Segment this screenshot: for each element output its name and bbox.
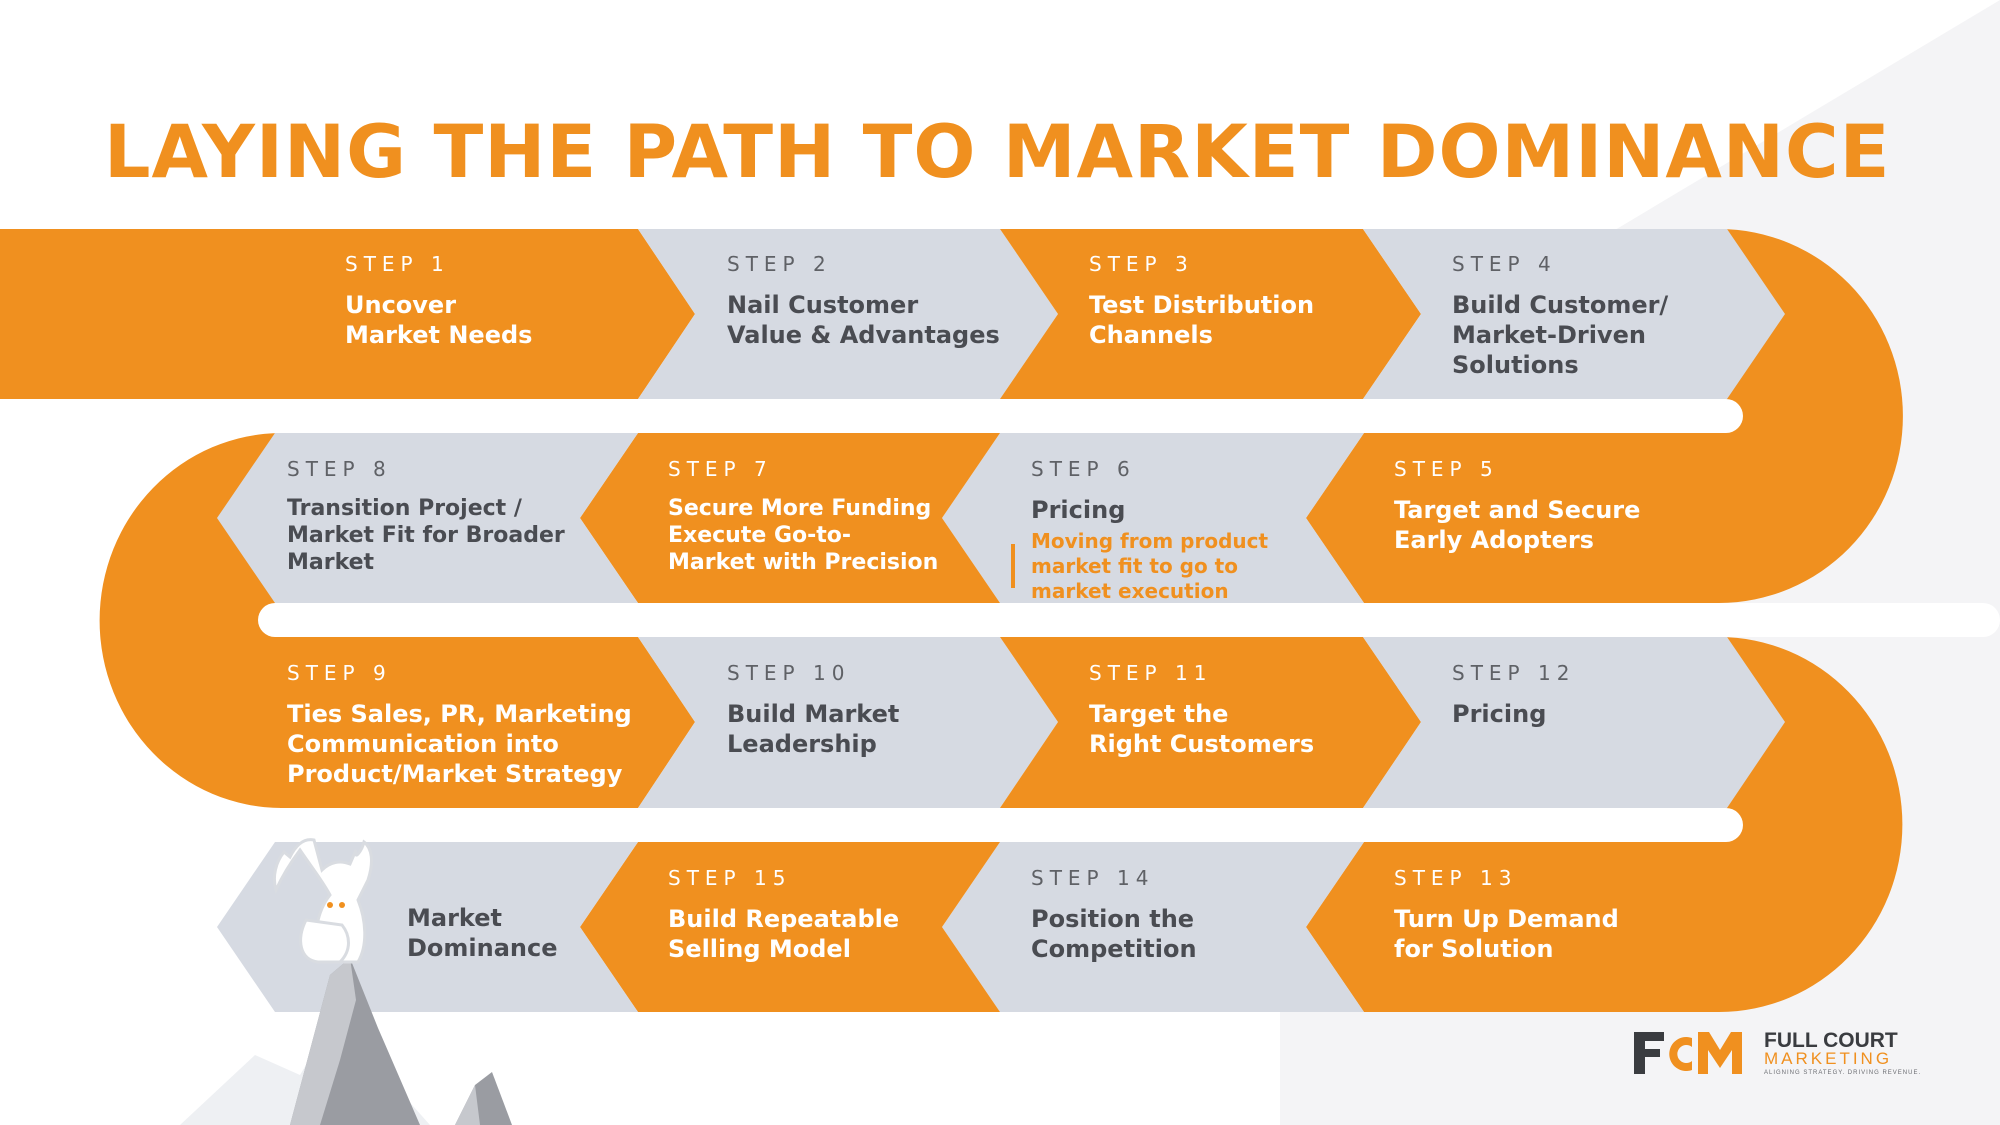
step-9-shape bbox=[280, 637, 695, 808]
logo-subname: MARKETING bbox=[1764, 1049, 1893, 1068]
step-label: STEP 7 bbox=[668, 457, 773, 481]
step-2-shape bbox=[638, 229, 1058, 399]
step-title: Ties Sales, PR, Marketing Communication … bbox=[287, 700, 632, 788]
step-2: STEP 2 Nail Customer Value & Advantages bbox=[727, 252, 1000, 350]
step-5: STEP 5 Target and Secure Early Adopters bbox=[1394, 457, 1640, 555]
step-label: STEP 4 bbox=[1452, 252, 1557, 276]
step-title: Target the Right Customers bbox=[1089, 700, 1315, 758]
step-label: STEP 6 bbox=[1031, 457, 1136, 481]
fcm-logo-icon bbox=[1634, 1032, 1742, 1074]
step-title: Build Customer/ Market-Driven Solutions bbox=[1452, 291, 1669, 379]
final-step: Market Dominance bbox=[407, 903, 558, 963]
step-title: Transition Project / Market Fit for Broa… bbox=[287, 496, 565, 575]
step-label: STEP 5 bbox=[1394, 457, 1499, 481]
step-label: STEP 11 bbox=[1089, 661, 1213, 685]
step-title: Uncover Market Needs bbox=[345, 291, 533, 349]
page-title: LAYING THE PATH TO MARKET DOMINANCE bbox=[104, 110, 1891, 195]
step-12-shape bbox=[1363, 637, 1785, 808]
step-label: STEP 14 bbox=[1031, 866, 1155, 890]
step-13-shape bbox=[1306, 842, 1719, 1012]
track-gap-1 bbox=[0, 399, 1743, 433]
step-13: STEP 13 Turn Up Demand for Solution bbox=[1394, 866, 1619, 964]
step-subtitle: Moving from product market fit to go to … bbox=[1031, 529, 1269, 603]
step-7-shape bbox=[580, 433, 1000, 603]
step-8: STEP 8 Transition Project / Market Fit f… bbox=[287, 457, 565, 576]
step-5-shape bbox=[1306, 433, 1719, 603]
step-12: STEP 12 Pricing bbox=[1452, 661, 1575, 729]
step-4-shape bbox=[1363, 229, 1785, 399]
step-14-shape bbox=[942, 842, 1364, 1012]
step-6-shape bbox=[942, 433, 1364, 603]
logo-tagline: ALIGNING STRATEGY. DRIVING REVENUE. bbox=[1764, 1070, 1922, 1076]
logo-name: FULL COURT bbox=[1764, 1029, 1898, 1052]
step-label: STEP 9 bbox=[287, 661, 392, 685]
step-15: STEP 15 Build Repeatable Selling Model bbox=[668, 866, 899, 964]
step-title: Pricing bbox=[1031, 496, 1126, 524]
step-8-shape bbox=[217, 433, 638, 603]
step-title: Test Distribution Channels bbox=[1089, 291, 1315, 349]
step-label: STEP 2 bbox=[727, 252, 832, 276]
step-3: STEP 3 Test Distribution Channels bbox=[1089, 252, 1314, 350]
track-gap-3 bbox=[0, 808, 1743, 842]
step-9: STEP 9 Ties Sales, PR, Marketing Communi… bbox=[287, 661, 632, 789]
step-10-shape bbox=[638, 637, 1058, 808]
step-title: Build Repeatable Selling Model bbox=[668, 905, 900, 963]
step-label: STEP 12 bbox=[1452, 661, 1576, 685]
step-title: Position the Competition bbox=[1031, 905, 1197, 963]
step-7: STEP 7 Secure More Funding Execute Go-to… bbox=[668, 457, 938, 576]
step-label: STEP 3 bbox=[1089, 252, 1194, 276]
step-6: STEP 6 Pricing Moving from product marke… bbox=[1031, 457, 1268, 604]
step-3-shape bbox=[1000, 229, 1421, 399]
step-label: STEP 1 bbox=[345, 252, 450, 276]
step-1: STEP 1 Uncover Market Needs bbox=[345, 252, 532, 350]
step-label: STEP 8 bbox=[287, 457, 392, 481]
step-title: Build Market Leadership bbox=[727, 700, 900, 758]
step-title: Target and Secure Early Adopters bbox=[1394, 496, 1641, 554]
step-10: STEP 10 Build Market Leadership bbox=[727, 661, 899, 759]
step-4: STEP 4 Build Customer/ Market-Driven Sol… bbox=[1452, 252, 1668, 380]
step-title: Nail Customer Value & Advantages bbox=[727, 291, 1000, 349]
step-14: STEP 14 Position the Competition bbox=[1031, 866, 1197, 964]
subtitle-accent-bar bbox=[1011, 544, 1015, 588]
company-logo: FULL COURT MARKETING ALIGNING STRATEGY. … bbox=[1634, 1029, 1920, 1076]
step-label: STEP 10 bbox=[727, 661, 851, 685]
track-gap-2 bbox=[258, 603, 2000, 637]
step-11: STEP 11 Target the Right Customers bbox=[1089, 661, 1314, 759]
step-15-shape bbox=[580, 842, 1000, 1012]
step-label: STEP 13 bbox=[1394, 866, 1518, 890]
step-11-shape bbox=[1000, 637, 1421, 808]
climber-on-mountain-icon bbox=[180, 838, 512, 1125]
step-title: Pricing bbox=[1452, 700, 1547, 728]
step-title: Secure More Funding Execute Go-to- Marke… bbox=[668, 496, 939, 575]
step-label: STEP 15 bbox=[668, 866, 792, 890]
final-title: Market Dominance bbox=[407, 904, 558, 962]
step-title: Turn Up Demand for Solution bbox=[1394, 905, 1619, 963]
step-1-shape bbox=[0, 229, 695, 399]
